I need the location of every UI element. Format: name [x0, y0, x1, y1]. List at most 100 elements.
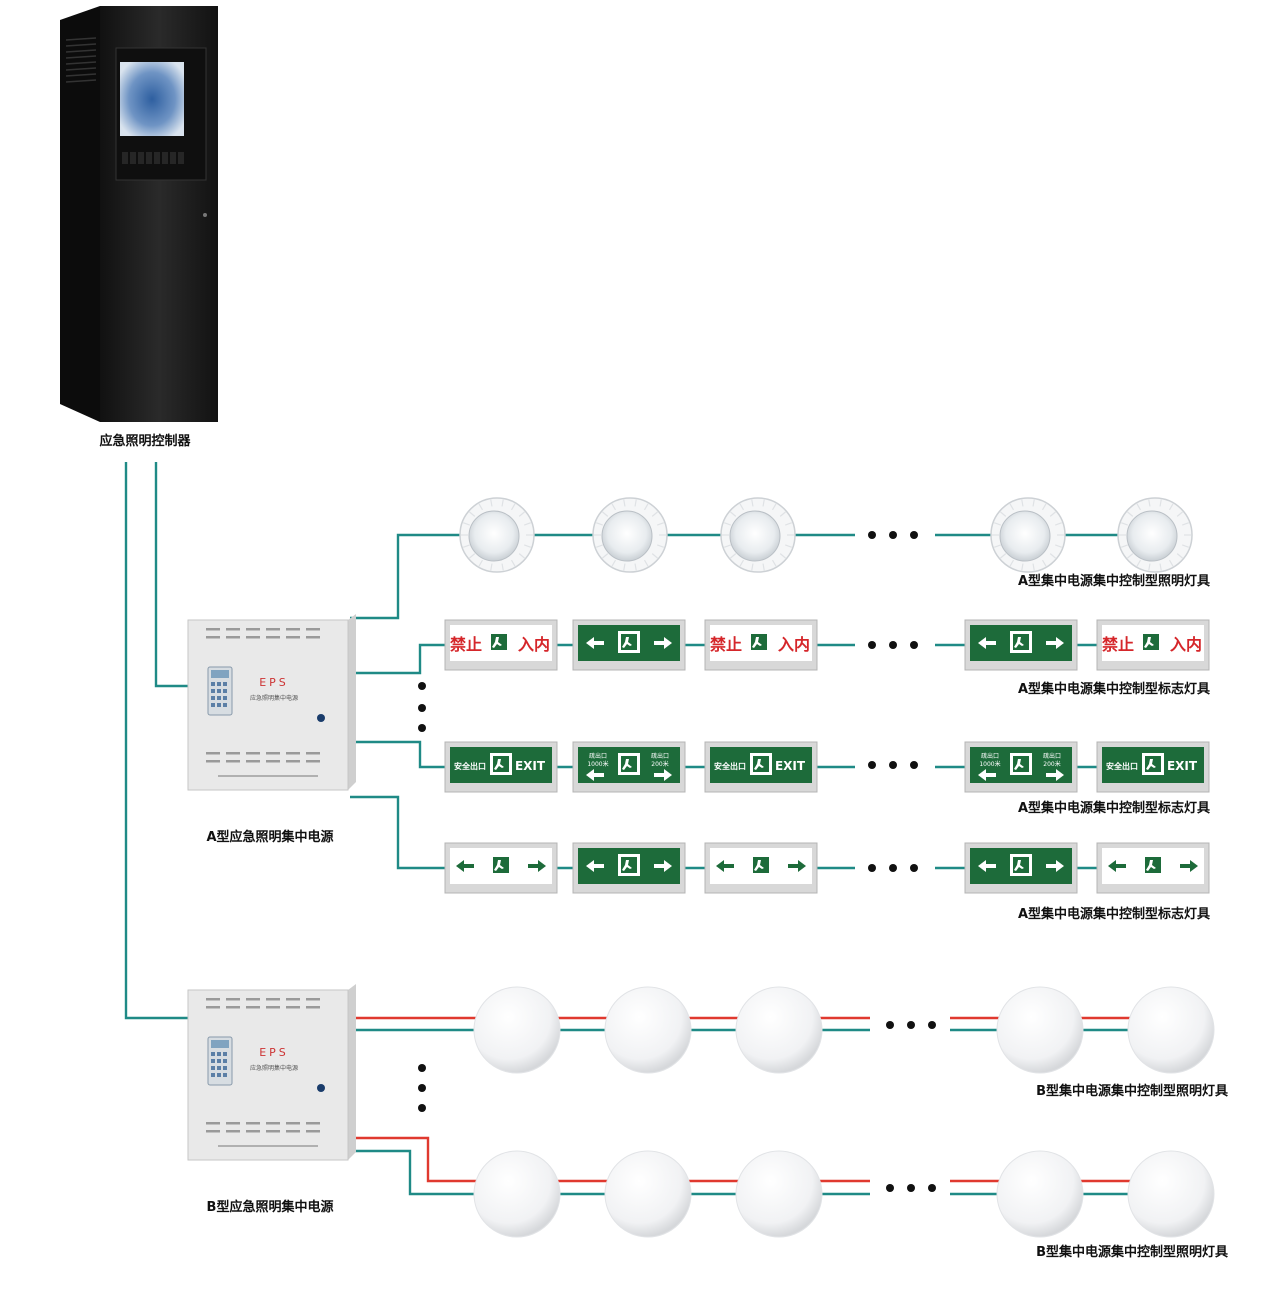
- ellipsis-dot: [928, 1184, 936, 1192]
- eps-vent: [246, 1006, 260, 1009]
- downlight-fin: [1159, 499, 1162, 507]
- arrow-left-icon: [978, 860, 996, 872]
- ellipsis-dot: [418, 1084, 426, 1092]
- downlight-fin: [1120, 544, 1128, 548]
- sign-text: 疏出口: [981, 752, 999, 760]
- eps-vent: [286, 752, 300, 755]
- ceiling-light-body: [996, 1150, 1084, 1238]
- ceiling-light-fixture: [604, 986, 692, 1074]
- ellipsis-dot: [907, 1021, 915, 1029]
- downlight-lens: [468, 510, 520, 562]
- ceiling-light-body: [1127, 986, 1215, 1074]
- ceiling-light-fixture: [604, 1150, 692, 1238]
- sign-text: 入内: [778, 635, 810, 654]
- downlight-fin: [1176, 511, 1183, 517]
- downlight-fin: [602, 511, 609, 517]
- downlight-fin: [1159, 563, 1162, 571]
- sign-fixture: [444, 842, 558, 894]
- ellipsis-dot: [868, 864, 876, 872]
- eps-vent: [246, 998, 260, 1001]
- eps-display: [211, 670, 229, 678]
- sign-text: 疏出口: [1043, 752, 1061, 760]
- eps-vent: [246, 752, 260, 755]
- eps-key: [223, 1066, 227, 1070]
- eps-display: [211, 1040, 229, 1048]
- eps-key: [211, 689, 215, 693]
- ceiling-light-fixture: [1127, 1150, 1215, 1238]
- downlight-fin: [657, 522, 665, 526]
- downlight-fin: [490, 499, 493, 507]
- ellipsis-dot: [886, 1184, 894, 1192]
- vent-slot: [65, 37, 97, 41]
- downlight-fin: [1041, 503, 1047, 511]
- eps-key: [223, 682, 227, 686]
- eps-key: [217, 696, 221, 700]
- eps-vent: [306, 1130, 320, 1133]
- sign-fixture: 禁止入内: [1096, 619, 1210, 671]
- ellipsis-dot: [910, 641, 918, 649]
- vent-slot: [65, 49, 97, 53]
- eps-brand: EPS: [259, 676, 289, 689]
- downlight-fin: [651, 511, 658, 517]
- eps-side: [348, 984, 356, 1160]
- eps-vent: [306, 998, 320, 1001]
- eps-vent: [206, 628, 220, 631]
- eps-vent: [286, 1122, 300, 1125]
- downlight-fin: [771, 559, 777, 567]
- downlight-fin: [501, 499, 504, 507]
- sign-fixture: [572, 842, 686, 894]
- arrow-left-icon: [978, 637, 996, 649]
- arrow-right-icon: [528, 860, 546, 872]
- eps-plate: [218, 775, 318, 777]
- eps-key: [217, 1052, 221, 1056]
- ellipsis-dot: [418, 682, 426, 690]
- eps-vent: [306, 628, 320, 631]
- running-man-icon: [494, 759, 504, 770]
- eps-vent: [226, 752, 240, 755]
- ellipsis-dot: [910, 864, 918, 872]
- eps-vent: [286, 1006, 300, 1009]
- downlight-fin: [739, 559, 745, 567]
- running-man-icon: [754, 860, 764, 871]
- row2-label: A型集中电源集中控制型标志灯具: [1017, 682, 1210, 697]
- downlight-fin: [469, 511, 476, 517]
- downlight-fin: [1148, 499, 1151, 507]
- downlight-fixture: [1117, 497, 1193, 573]
- eps-vent: [206, 998, 220, 1001]
- downlight-fin: [1182, 522, 1190, 526]
- sign-fixture: [572, 619, 686, 671]
- downlight-fin: [762, 563, 765, 571]
- downlight-fin: [751, 563, 754, 571]
- sign-text: 200米: [651, 760, 668, 768]
- eps-vent: [306, 636, 320, 639]
- sign-fixture: [1096, 842, 1210, 894]
- row6-label: B型集中电源集中控制型照明灯具: [1036, 1245, 1228, 1260]
- ellipsis-dot: [418, 724, 426, 732]
- ceiling-light-body: [604, 986, 692, 1074]
- sign-text: 入内: [518, 635, 550, 654]
- eps-lock-icon: [317, 714, 325, 722]
- running-man-icon: [1014, 759, 1024, 770]
- downlight-fin: [469, 553, 476, 559]
- ellipsis-dot: [868, 761, 876, 769]
- controller-to-psu-b-wire: [124, 462, 188, 1020]
- eps-key: [223, 696, 227, 700]
- ellipsis-dot: [928, 1021, 936, 1029]
- panel-key: [162, 152, 168, 164]
- downlight-fin: [510, 559, 516, 567]
- downlight-fin: [1000, 511, 1007, 517]
- sign-text: 1000米: [587, 760, 608, 768]
- downlight-lens: [999, 510, 1051, 562]
- downlight-fin: [478, 503, 484, 511]
- downlight-fin: [771, 503, 777, 511]
- ceiling-light-fixture: [735, 1150, 823, 1238]
- downlight-fin: [739, 503, 745, 511]
- controller-to-psu-a-wire: [154, 462, 190, 688]
- downlight-fin: [1176, 553, 1183, 559]
- row3-label: A型集中电源集中控制型标志灯具: [1017, 801, 1210, 816]
- panel-key: [138, 152, 144, 164]
